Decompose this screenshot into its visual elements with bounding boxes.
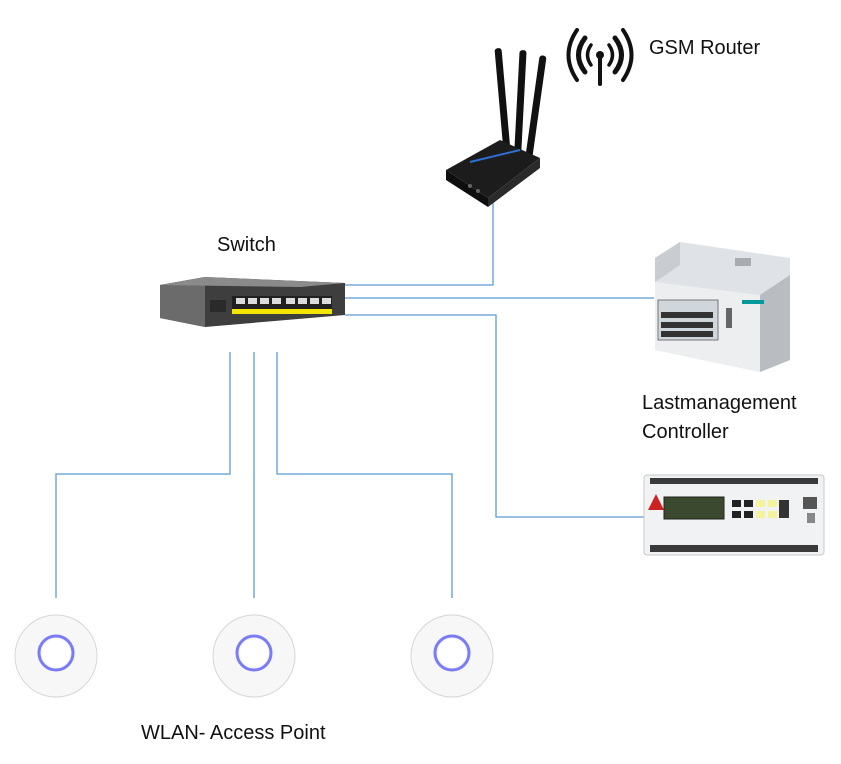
access-point-1 <box>14 614 98 698</box>
line-switch-router <box>345 200 494 286</box>
line-switch-ap1 <box>55 352 231 598</box>
router-label: GSM Router <box>649 37 761 59</box>
gsm-router-device <box>446 48 547 207</box>
controller-device <box>643 474 825 556</box>
wlan-label: WLAN- Access Point <box>141 722 326 744</box>
lastmanagement-label-line2: Controller <box>642 421 729 443</box>
line-switch-ap3 <box>276 352 453 598</box>
lastmanagement-label-line1: Lastmanagement <box>642 392 797 414</box>
connection-lines <box>55 200 654 598</box>
energy-meter-device <box>655 242 790 372</box>
network-switch-device <box>160 277 345 327</box>
line-switch-controller <box>345 314 650 518</box>
access-point-2 <box>212 614 296 698</box>
wireless-signal-icon <box>566 28 634 86</box>
switch-label: Switch <box>217 234 276 256</box>
access-point-3 <box>410 614 494 698</box>
